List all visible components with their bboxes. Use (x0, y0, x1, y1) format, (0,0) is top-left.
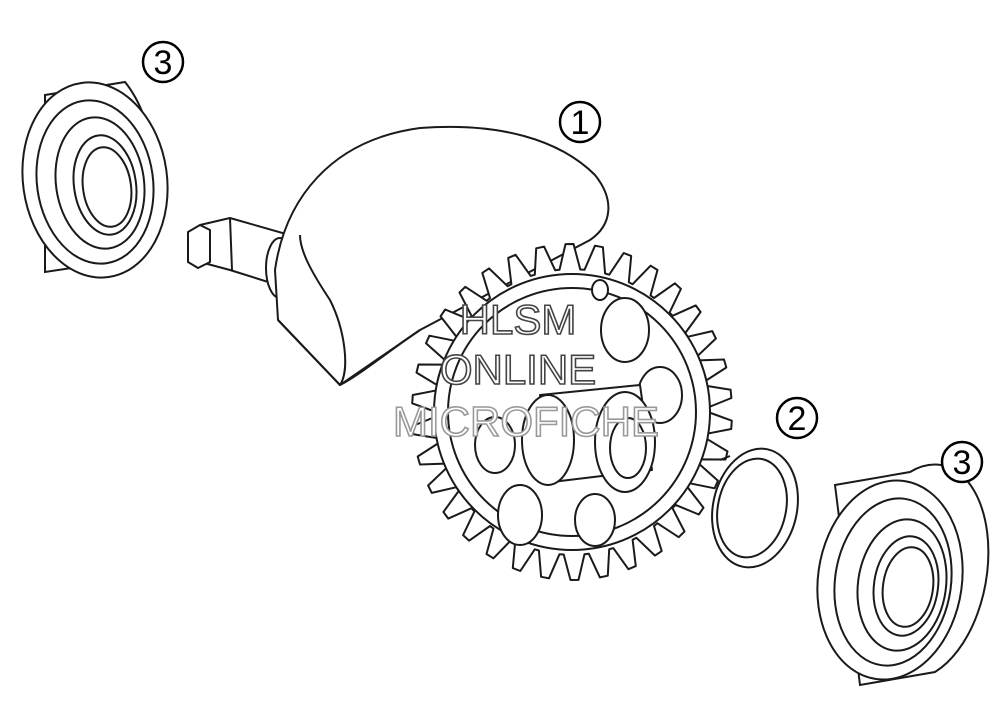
watermark-line1: HLSM (460, 296, 577, 343)
svg-text:1: 1 (571, 104, 590, 142)
crankshaft-with-gear[interactable] (187, 125, 733, 581)
callout-3-left[interactable]: 3 (141, 40, 185, 84)
ball-bearing-left[interactable] (10, 73, 180, 287)
callout-2[interactable]: 2 (775, 396, 819, 440)
gear (411, 243, 733, 581)
callout-1[interactable]: 1 (558, 100, 602, 144)
ball-bearing-right[interactable] (805, 463, 990, 689)
svg-text:2: 2 (788, 400, 807, 438)
callout-3-right[interactable]: 3 (940, 440, 984, 484)
watermark: HLSM ONLINE MICROFICHE (392, 295, 660, 446)
watermark-line2: ONLINE (440, 346, 596, 393)
watermark-line3: MICROFICHE (393, 398, 659, 445)
thrust-washer[interactable] (701, 441, 808, 576)
svg-text:3: 3 (154, 44, 173, 82)
svg-text:3: 3 (953, 444, 972, 482)
